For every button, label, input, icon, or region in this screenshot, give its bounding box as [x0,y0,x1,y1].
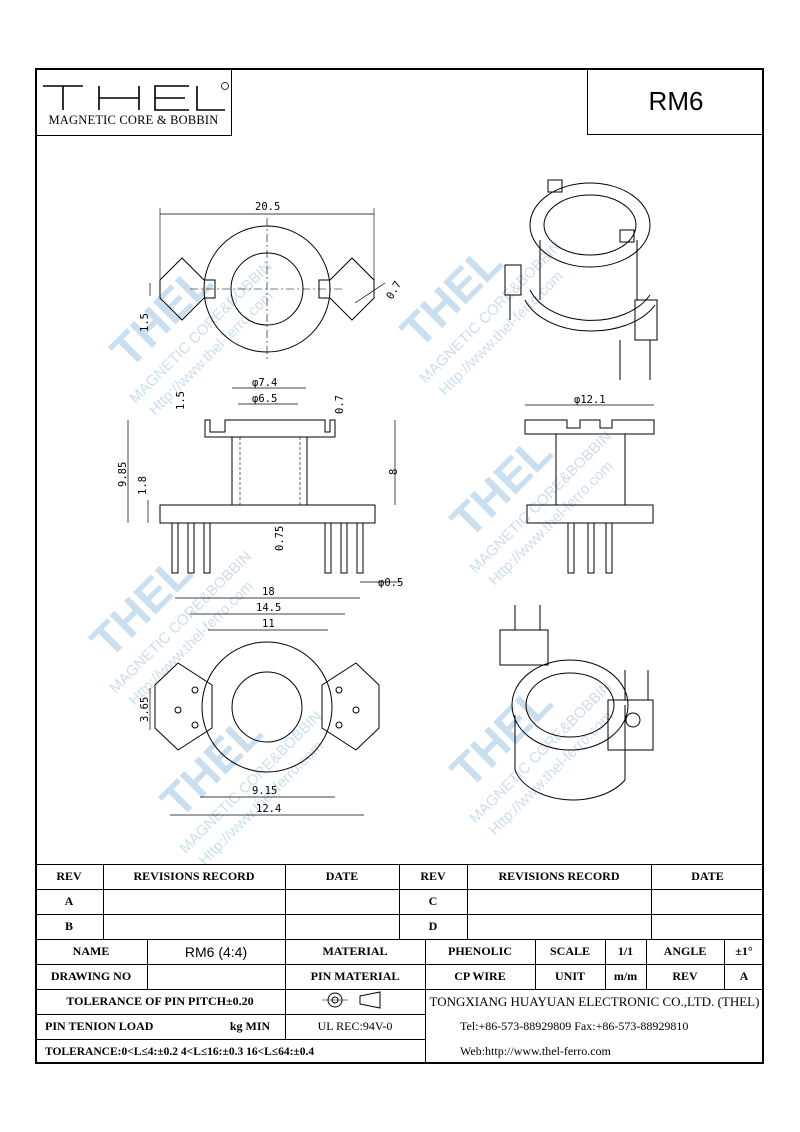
thel-logo-mark [43,82,229,111]
dim-front-d2: φ6.5 [252,393,277,405]
dim-top-height: 1.5 [139,313,151,332]
dim-bottom-w4: 9.15 [252,785,277,797]
date-header-2: DATE [691,869,724,883]
dim-front-body: 8 [388,469,400,475]
rev-a: A [64,894,74,908]
dim-bottom-w1: 18 [262,586,275,598]
part-title: RM6 [587,68,764,135]
drawing-no-label: DRAWING NO [50,969,132,983]
rev-d: D [428,919,438,933]
dim-front-pin-offset: 0.75 [274,526,286,551]
pin-material-value: CP WIRE [454,969,506,983]
isometric-view-bottom [499,605,654,801]
ul-rating: UL REC:94V-0 [317,1019,393,1033]
side-view [524,404,655,574]
dim-bottom-w2: 14.5 [256,602,281,614]
revisions-header: REVISIONS RECORD [133,869,255,883]
name-label: NAME [72,944,110,958]
dim-side-dia: φ12.1 [574,394,606,406]
revisions-header-2: REVISIONS RECORD [498,869,620,883]
tolerance-pin-pitch: TOLERANCE OF PIN PITCH±0.20 [66,994,254,1008]
name-value: RM6 (4:4) [184,943,248,960]
rev-c: C [428,894,438,908]
scale-label: SCALE [549,944,590,958]
date-header: DATE [325,869,359,883]
company-logo: MAGNETIC CORE & BOBBIN [35,68,232,136]
dim-front-flange: 1.5 [175,391,187,410]
dim-front-d1: φ7.4 [252,377,277,389]
rev-header: REV [56,869,82,883]
unit-label: UNIT [554,969,585,983]
rev-label: REV [672,969,698,983]
unit-value: m/m [613,969,638,983]
company-tel: Tel:+86-573-88929809 Fax:+86-573-8892981… [460,1019,689,1033]
scale-value: 1/1 [617,944,634,958]
dim-front-pin-dia: φ0.5 [378,577,403,589]
bottom-view [149,597,380,816]
title-block [35,864,764,1064]
front-view [127,387,400,583]
drawing-sheet-border [35,68,764,1064]
dim-front-total: 9.85 [117,462,129,487]
pin-tension-unit: kg MIN [229,1019,271,1033]
dim-bottom-w3: 11 [262,618,275,630]
material-label: MATERIAL [322,944,388,958]
dim-front-base: 1.8 [137,476,149,495]
company-name: TONGXIANG HUAYUAN ELECTRONIC CO.,LTD. (T… [429,993,760,1009]
dim-bottom-w5: 12.4 [256,803,281,815]
dim-front-slot: 0.7 [334,395,346,414]
rev-b: B [64,919,73,933]
pin-material-label: PIN MATERIAL [310,969,400,983]
angle-label: ANGLE [663,944,707,958]
tolerance-note: TOLERANCE:0<L≤4:±0.2 4<L≤16:±0.3 16<L≤64… [45,1045,315,1058]
angle-value: ±1° [735,944,753,958]
dim-top-width: 20.5 [255,201,280,213]
watermark: THEL MAGNETIC CORE&BOBBIN Http://www.the… [80,235,616,868]
rev-value: A [739,969,749,983]
material-value: PHENOLIC [447,944,512,958]
logo-subtitle: MAGNETIC CORE & BOBBIN [48,113,219,127]
isometric-view-top [504,179,658,380]
dim-bottom-h: 3.65 [139,697,151,722]
company-web: Web:http://www.thel-ferro.com [460,1044,611,1058]
dim-top-slot: 0.7 [384,279,404,301]
top-view [149,208,386,360]
pin-tension-label: PIN TENION LOAD [45,1019,154,1033]
projection-symbol [322,991,381,1009]
rev-header-2: REV [420,869,446,883]
